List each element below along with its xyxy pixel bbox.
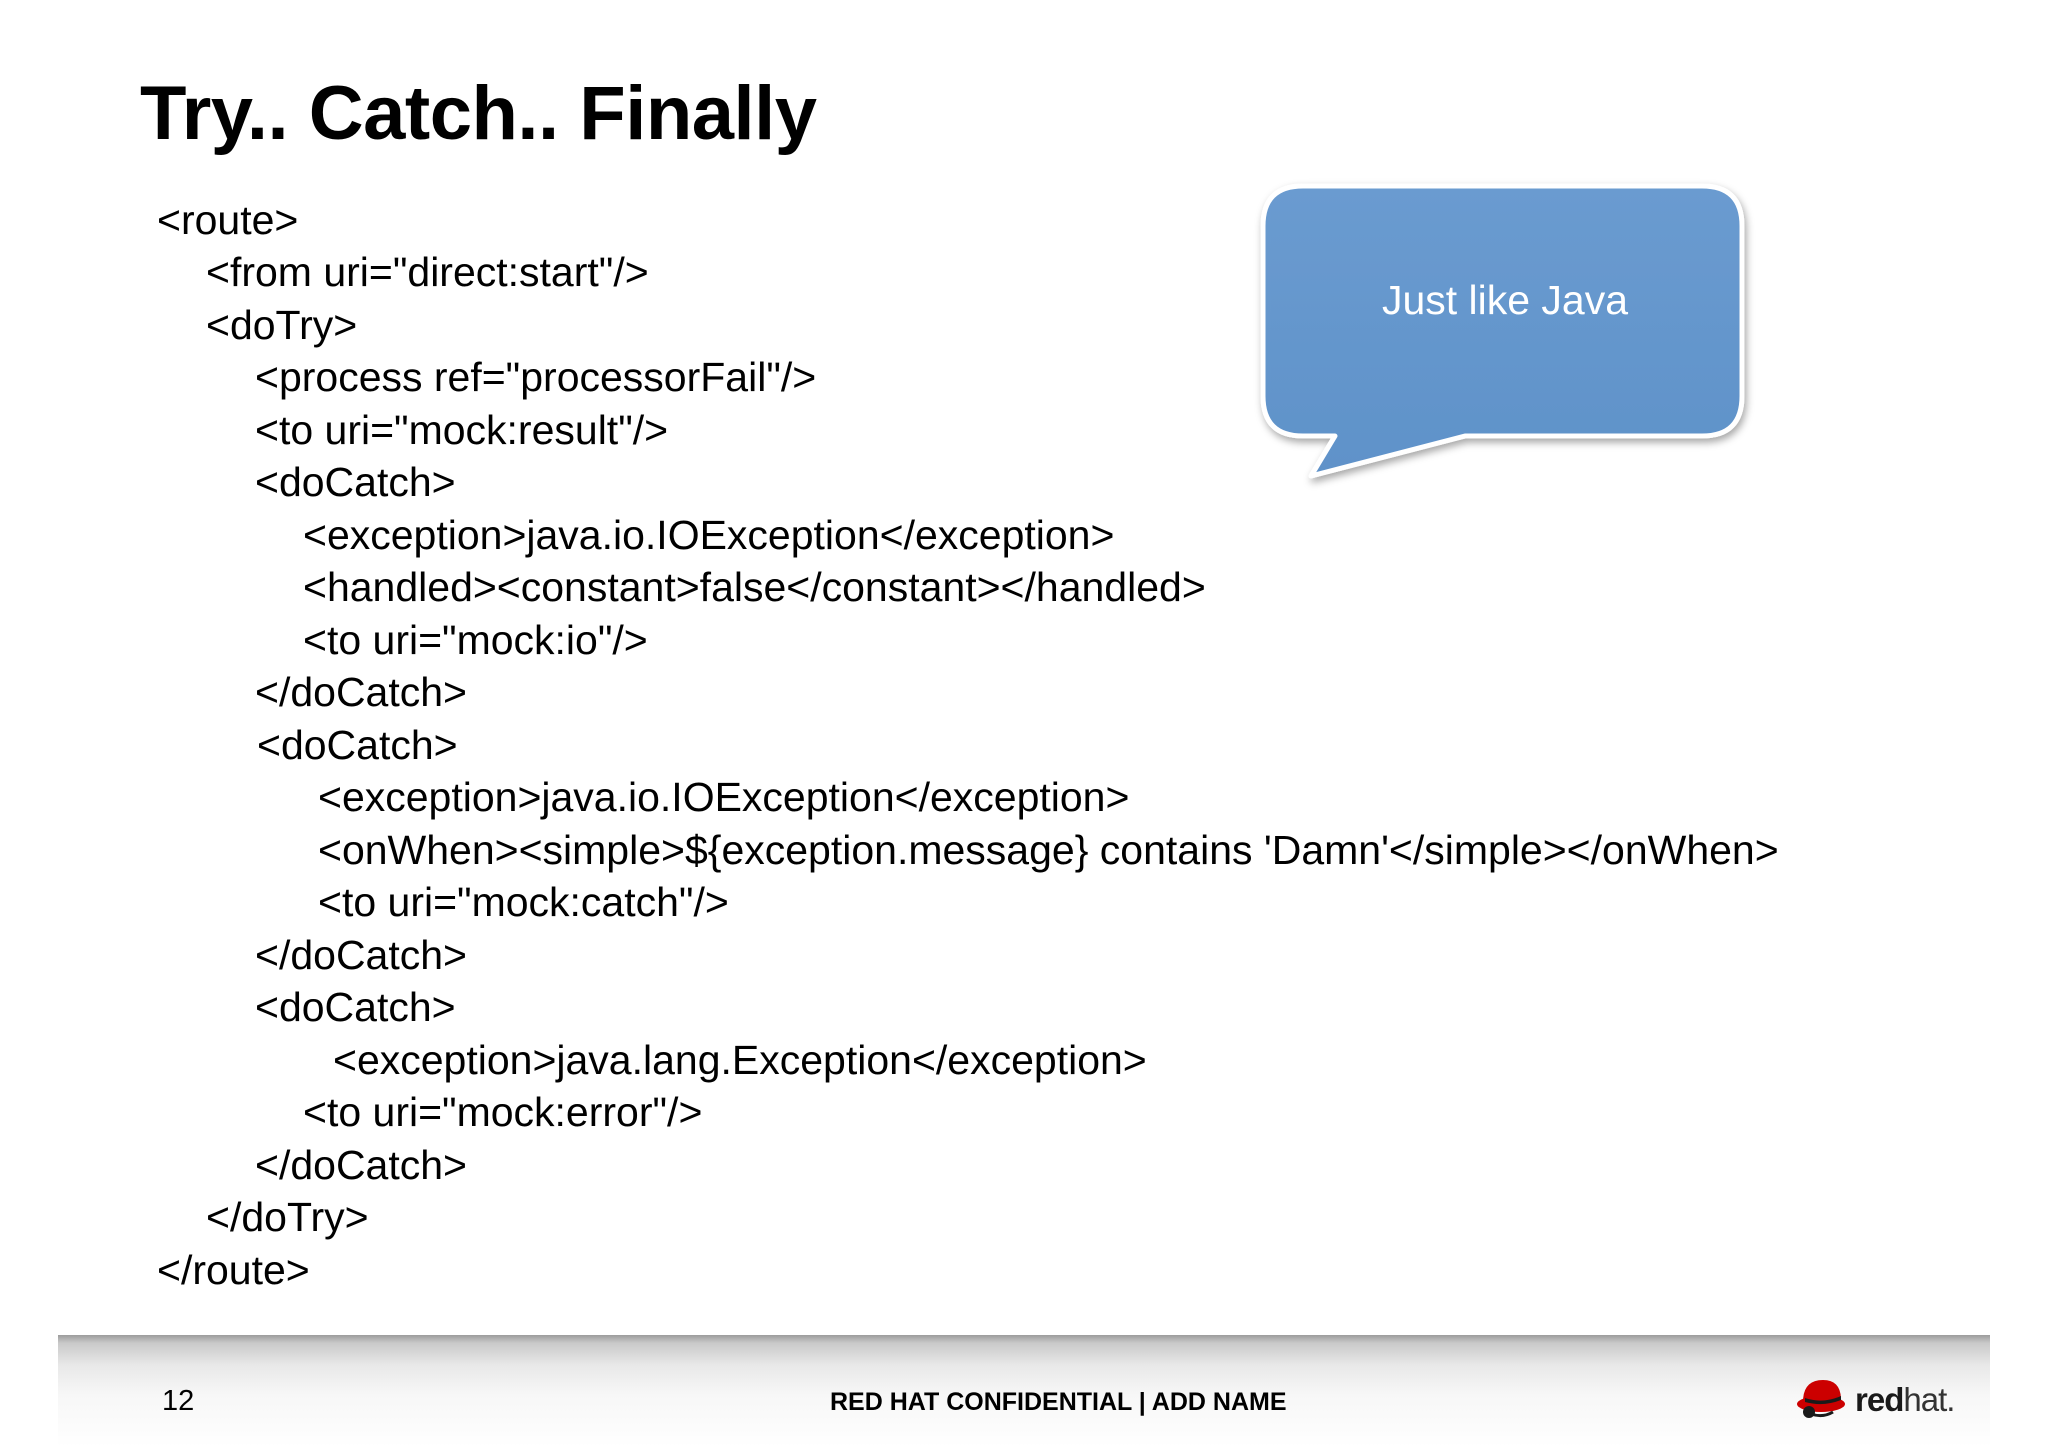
logo-text-hat: hat. [1903, 1381, 1955, 1418]
speech-bubble-shape [1260, 183, 1745, 479]
redhat-wordmark: redhat. [1855, 1380, 1955, 1420]
code-line: <exception>java.lang.Exception</exceptio… [333, 1037, 1147, 1083]
code-line: </route> [157, 1247, 310, 1293]
code-line: <route> [157, 197, 299, 243]
redhat-logo: redhat. [1797, 1374, 1957, 1420]
code-line: <from uri="direct:start"/> [206, 249, 649, 295]
code-line: <exception>java.io.IOException</exceptio… [303, 512, 1115, 558]
code-line: <exception>java.io.IOException</exceptio… [318, 774, 1130, 820]
code-line: </doCatch> [255, 932, 467, 978]
slide-title: Try.. Catch.. Finally [140, 71, 817, 156]
code-line: <to uri="mock:catch"/> [318, 879, 729, 925]
logo-text-red: red [1855, 1381, 1904, 1418]
code-line: <onWhen><simple>${exception.message} con… [318, 827, 1779, 873]
footer-bar [58, 1335, 1990, 1447]
code-line: <handled><constant>false</constant></han… [303, 564, 1206, 610]
code-line: <to uri="mock:io"/> [303, 617, 648, 663]
code-line: <doCatch> [257, 722, 458, 768]
shadowman-hat-icon [1797, 1380, 1845, 1418]
speech-bubble-callout: Just like Java [1255, 183, 1755, 486]
code-line: </doCatch> [255, 1142, 467, 1188]
code-line: </doCatch> [255, 669, 467, 715]
footer-confidential-label: RED HAT CONFIDENTIAL | ADD NAME [830, 1388, 1287, 1416]
code-line: </doTry> [206, 1194, 369, 1240]
code-line: <to uri="mock:result"/> [255, 407, 669, 453]
code-line: <to uri="mock:error"/> [303, 1089, 703, 1135]
callout-text: Just like Java [1381, 277, 1629, 323]
code-line: <process ref="processorFail"/> [255, 354, 817, 400]
code-line: <doCatch> [255, 984, 456, 1030]
page-number: 12 [162, 1385, 195, 1417]
code-line: <doCatch> [255, 459, 456, 505]
code-line: <doTry> [206, 302, 358, 348]
